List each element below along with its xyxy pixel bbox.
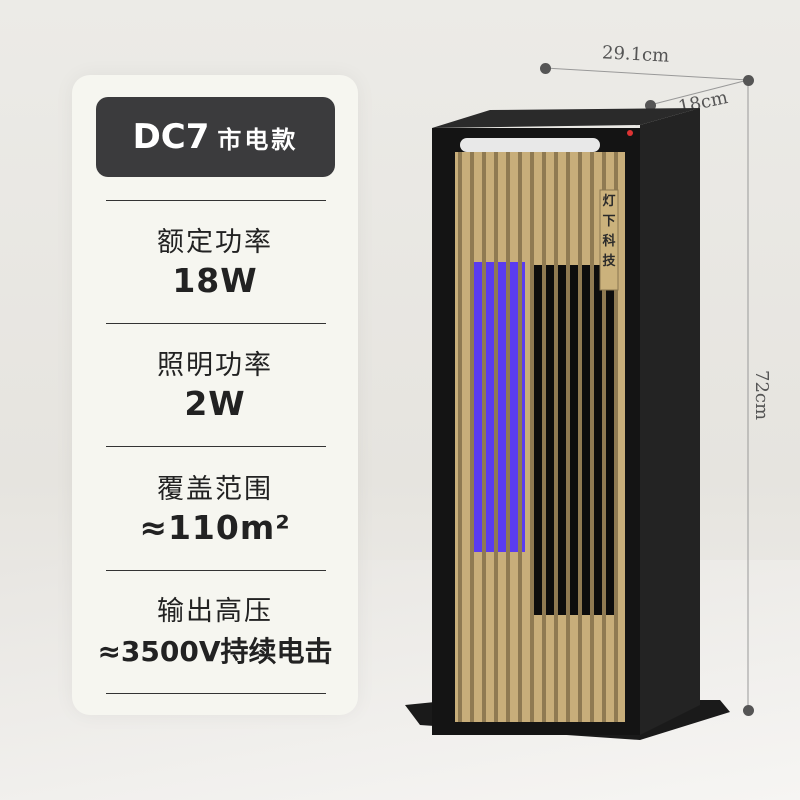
dimension-dot	[540, 63, 551, 74]
divider	[106, 570, 326, 571]
spec-label: 输出高压	[157, 596, 273, 627]
grille-slat	[578, 152, 582, 722]
spec-rated-power: 额定功率 18W	[72, 220, 358, 300]
divider	[106, 323, 326, 324]
device-brand-label: 灯下科技	[602, 194, 616, 269]
grille-slat	[566, 152, 570, 722]
divider	[106, 200, 326, 201]
dimension-dot	[743, 75, 754, 86]
dimension-dot	[743, 705, 754, 716]
model-badge: DC7 市电款	[96, 97, 335, 177]
spec-lighting-power: 照明功率 2W	[72, 343, 358, 423]
divider	[106, 446, 326, 447]
spec-value: ≈3500V持续电击	[97, 635, 333, 668]
spec-label: 覆盖范围	[157, 474, 273, 505]
grille-slat	[506, 152, 510, 722]
model-name: DC7	[132, 117, 210, 157]
grille-slat	[590, 152, 594, 722]
divider	[106, 693, 326, 694]
grille-slat	[530, 152, 534, 722]
spec-label: 照明功率	[157, 350, 273, 381]
grille-slat	[482, 152, 486, 722]
spec-coverage: 覆盖范围 ≈110m²	[72, 467, 358, 547]
grille-slat	[542, 152, 546, 722]
dimension-dot	[645, 100, 656, 111]
grille-slat	[518, 152, 522, 722]
spec-panel: DC7 市电款 额定功率 18W 照明功率 2W 覆盖范围 ≈110m² 输出高…	[72, 75, 358, 715]
spec-output-voltage: 输出高压 ≈3500V持续电击	[72, 589, 358, 670]
grille-slat	[458, 152, 462, 722]
grille-slat	[554, 152, 558, 722]
spec-value: ≈110m²	[139, 508, 291, 547]
spec-value: 18W	[172, 261, 258, 300]
grille-slat	[602, 152, 606, 722]
spec-label: 额定功率	[157, 227, 273, 258]
grille-slat	[494, 152, 498, 722]
model-variant: 市电款	[217, 125, 299, 154]
grille-slat	[614, 152, 618, 722]
spec-value: 2W	[184, 384, 246, 423]
grille-slat	[470, 152, 474, 722]
